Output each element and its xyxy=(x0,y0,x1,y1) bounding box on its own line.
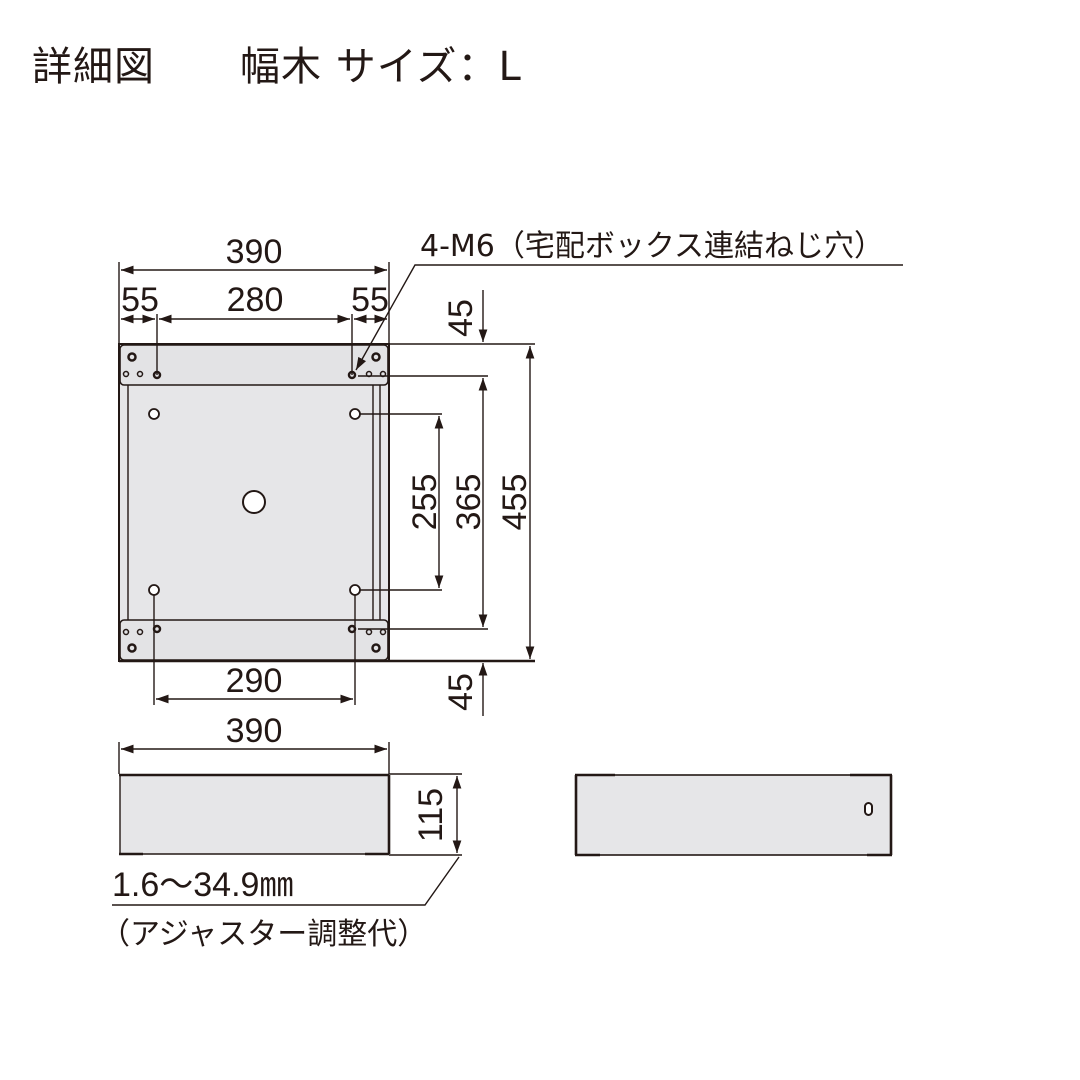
dim-front-width: 390 xyxy=(226,712,283,750)
callout-leader xyxy=(355,264,903,371)
dim-bracket-pitch: 365 xyxy=(450,474,488,531)
dim-center-width: 280 xyxy=(227,281,284,319)
adjuster-note: （アジャスター調整代） xyxy=(100,917,427,952)
page-subtitle: 幅木 サイズ：L xyxy=(240,44,522,90)
dim-front-height: 115 xyxy=(412,788,450,842)
dim-bottom-offset: 45 xyxy=(442,673,480,711)
dim-overall-depth: 455 xyxy=(496,474,534,531)
page-title: 詳細図 xyxy=(32,44,155,90)
top-bracket xyxy=(119,344,389,386)
dim-bottom-hole-pitch: 290 xyxy=(226,662,283,700)
dim-left-margin: 55 xyxy=(121,281,159,319)
adjuster-leader xyxy=(112,856,460,906)
top-view: 390 55 280 55 4-M6（宅配ボックス連結ねじ穴） 45 255 3… xyxy=(118,229,903,716)
side-view xyxy=(574,773,893,857)
callout-label: 4-M6（宅配ボックス連結ねじ穴） xyxy=(420,229,884,264)
side-slot-hole xyxy=(864,802,873,816)
dim-hole-pitch-vertical: 255 xyxy=(406,474,444,531)
dim-right-margin: 55 xyxy=(351,281,389,319)
bottom-bracket xyxy=(119,619,389,661)
dim-top-offset: 45 xyxy=(442,299,480,337)
front-view: 390 115 1.6〜34.9㎜ （アジャスター調整代） xyxy=(100,712,462,952)
adjuster-range: 1.6〜34.9㎜ xyxy=(112,866,293,904)
dim-overall-width: 390 xyxy=(226,233,283,271)
